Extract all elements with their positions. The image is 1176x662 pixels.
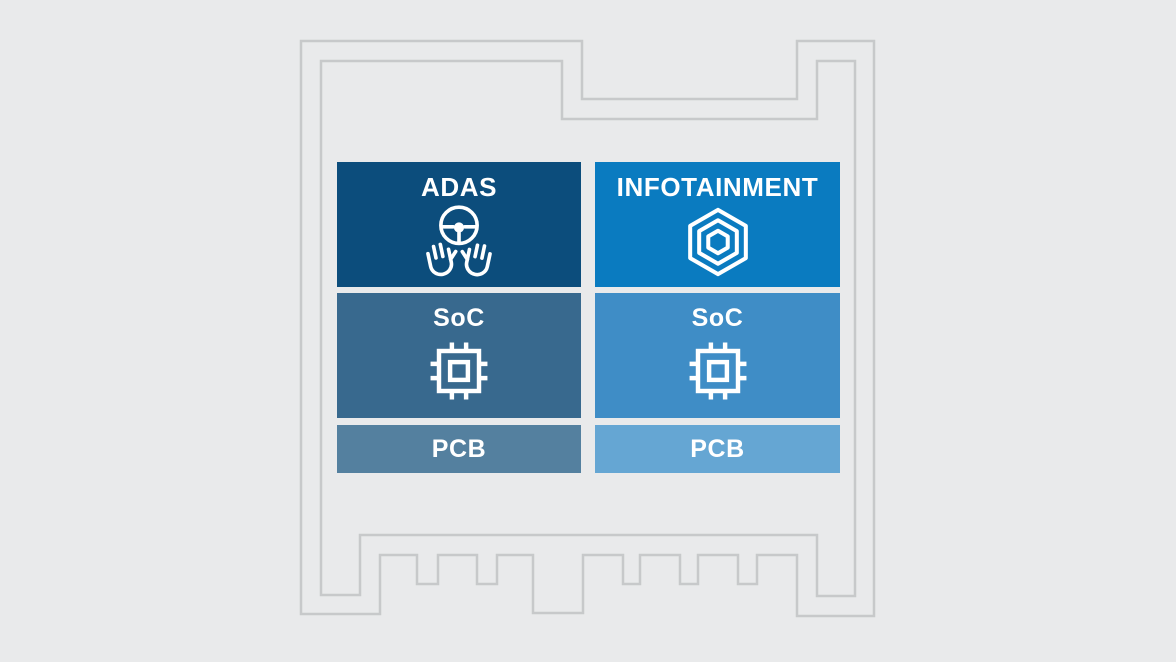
adas-pcb-box: PCB xyxy=(337,425,581,473)
chip-outline-inner xyxy=(319,59,857,598)
adas-soc-label: SoC xyxy=(433,304,485,332)
adas-box: ADAS xyxy=(337,162,581,287)
infotainment-label: INFOTAINMENT xyxy=(616,172,819,202)
infotainment-pcb-box: PCB xyxy=(595,425,840,473)
chip-outline-outer xyxy=(299,39,876,618)
adas-label: ADAS xyxy=(420,172,498,202)
chip-icon xyxy=(689,342,746,400)
infotainment-soc-label: SoC xyxy=(691,304,744,332)
infotainment-pcb-label: PCB xyxy=(690,434,745,463)
adas-pcb-label: PCB xyxy=(431,434,487,463)
nested-hexagons-icon xyxy=(687,207,748,277)
steering-wheel-hands-icon xyxy=(426,205,492,277)
chip-icon xyxy=(430,342,488,400)
adas-soc-box: SoC xyxy=(337,293,581,418)
infotainment-soc-box: SoC xyxy=(595,293,840,418)
infotainment-box: INFOTAINMENT xyxy=(595,162,840,287)
